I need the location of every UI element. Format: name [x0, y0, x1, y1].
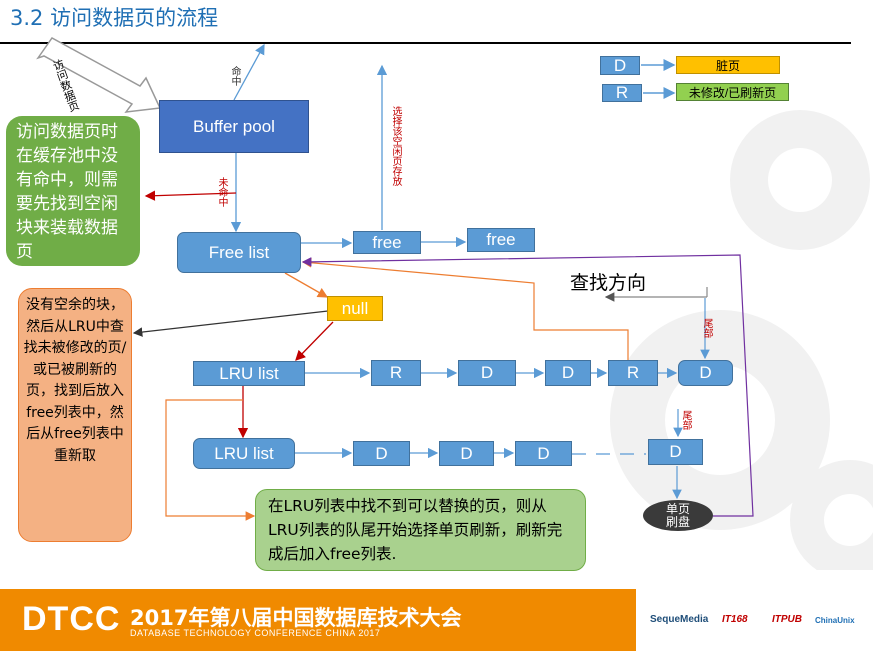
- legend-r-key: R: [602, 83, 642, 102]
- free-page-1: free: [353, 231, 421, 254]
- sponsor-it168-logo: IT168: [722, 614, 748, 625]
- miss-callout: 访问数据页时在缓存池中没有命中，则需要先找到空闲块来装载数据页: [6, 116, 140, 266]
- lru1-page-3: D: [545, 360, 591, 386]
- tail-label-1: 尾部: [701, 318, 712, 338]
- hit-label: 命中: [229, 66, 240, 86]
- legend-d-key: D: [600, 56, 640, 75]
- search-direction-label: 查找方向: [570, 272, 647, 294]
- footer-bar: [0, 589, 636, 651]
- free-page-2: free: [467, 228, 535, 252]
- sponsor-sequemedia-logo: SequeMedia: [650, 614, 709, 625]
- lru1-page-2: D: [458, 360, 516, 386]
- choose-free-label: 选择该空闲页存放: [390, 106, 401, 186]
- lru2-page-1: D: [353, 441, 410, 466]
- lru1-page-4: R: [608, 360, 658, 386]
- tail-label-2: 尾部: [680, 410, 691, 430]
- conference-subtitle: DATABASE TECHNOLOGY CONFERENCE CHINA 201…: [130, 628, 381, 638]
- legend-d-label: 脏页: [676, 56, 780, 74]
- dtcc-logo: DTCC: [22, 600, 121, 638]
- lru2-page-2: D: [439, 441, 494, 466]
- sponsor-area: [636, 589, 873, 651]
- null-node: null: [327, 296, 383, 321]
- miss-label: 未命中: [216, 177, 227, 207]
- sponsor-itpub-logo: ITPUB: [772, 614, 802, 625]
- buffer-pool-node: Buffer pool: [159, 100, 309, 153]
- title-divider: [0, 42, 851, 44]
- legend-r-label: 未修改/已刷新页: [676, 83, 789, 101]
- lru-search-callout: 没有空余的块，然后从LRU中查找未被修改的页/或已被刷新的页，找到后放入free…: [18, 288, 132, 542]
- lru1-page-5: D: [678, 360, 733, 386]
- free-list-node: Free list: [177, 232, 301, 273]
- lru1-page-1: R: [371, 360, 421, 386]
- page-title: 3.2 访问数据页的流程: [10, 6, 219, 30]
- lru-list-node-1: LRU list: [193, 361, 305, 386]
- flush-callout: 在LRU列表中找不到可以替换的页，则从LRU列表的队尾开始选择单页刷新，刷新完成…: [255, 489, 586, 571]
- single-page-flush-node: 单页 刷盘: [643, 500, 713, 531]
- lru2-page-4: D: [648, 439, 703, 465]
- sponsor-chinaunix-logo: ChinaUnix: [815, 616, 855, 625]
- lru-list-node-2: LRU list: [193, 438, 295, 469]
- conference-title: 2017年第八届中国数据库技术大会: [130, 606, 462, 630]
- lru2-page-3: D: [515, 441, 572, 466]
